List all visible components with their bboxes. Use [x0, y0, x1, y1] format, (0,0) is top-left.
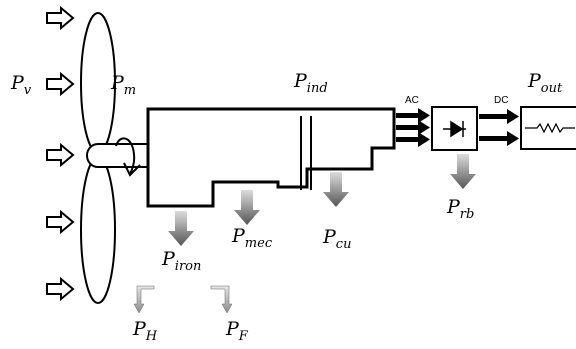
label-p-rb: Prb	[446, 196, 474, 222]
rotor-blade-lower	[80, 156, 116, 304]
rotor-icon	[80, 12, 149, 304]
label-p-m: Pm	[110, 72, 136, 98]
rectifier-box	[431, 106, 478, 151]
wind-arrow-icon	[46, 211, 74, 233]
label-p-h: PH	[132, 318, 158, 344]
generator-power-flow-outline	[146, 107, 396, 208]
iron-loss-arrow-icon	[168, 211, 194, 246]
wind-arrow-icon	[46, 278, 74, 300]
capacitor-symbol	[300, 116, 312, 190]
tag-dc: DC	[494, 95, 508, 106]
tag-ac: AC	[405, 95, 419, 106]
label-p-iron: Piron	[161, 248, 201, 274]
rotation-arrow-icon	[115, 137, 141, 177]
rotor-blade-upper	[80, 12, 116, 154]
rectifier-loss-arrow-icon	[450, 154, 476, 189]
diode-icon	[443, 120, 466, 138]
rotor-shaft	[86, 143, 149, 168]
copper-loss-arrow-icon	[323, 172, 349, 207]
foucault-loss-arrow-icon	[210, 285, 233, 314]
label-p-f: PF	[225, 318, 249, 344]
mechanical-loss-arrow-icon	[234, 190, 260, 225]
resistor-icon	[525, 122, 575, 134]
ac-output-arrows	[396, 108, 430, 147]
wind-arrow-icon	[46, 73, 74, 95]
wind-arrow-icon	[46, 7, 74, 29]
hysteresis-loss-arrow-icon	[133, 285, 155, 314]
label-p-v: Pv	[10, 72, 32, 98]
label-p-out: Pout	[527, 70, 563, 96]
label-p-ind: Pind	[293, 70, 328, 96]
wind-arrows	[46, 7, 74, 300]
load-box	[520, 106, 576, 150]
label-p-mec: Pmec	[231, 225, 273, 251]
label-p-cu: Pcu	[322, 226, 351, 252]
wind-arrow-icon	[46, 144, 74, 166]
dc-output-arrows	[479, 109, 519, 146]
